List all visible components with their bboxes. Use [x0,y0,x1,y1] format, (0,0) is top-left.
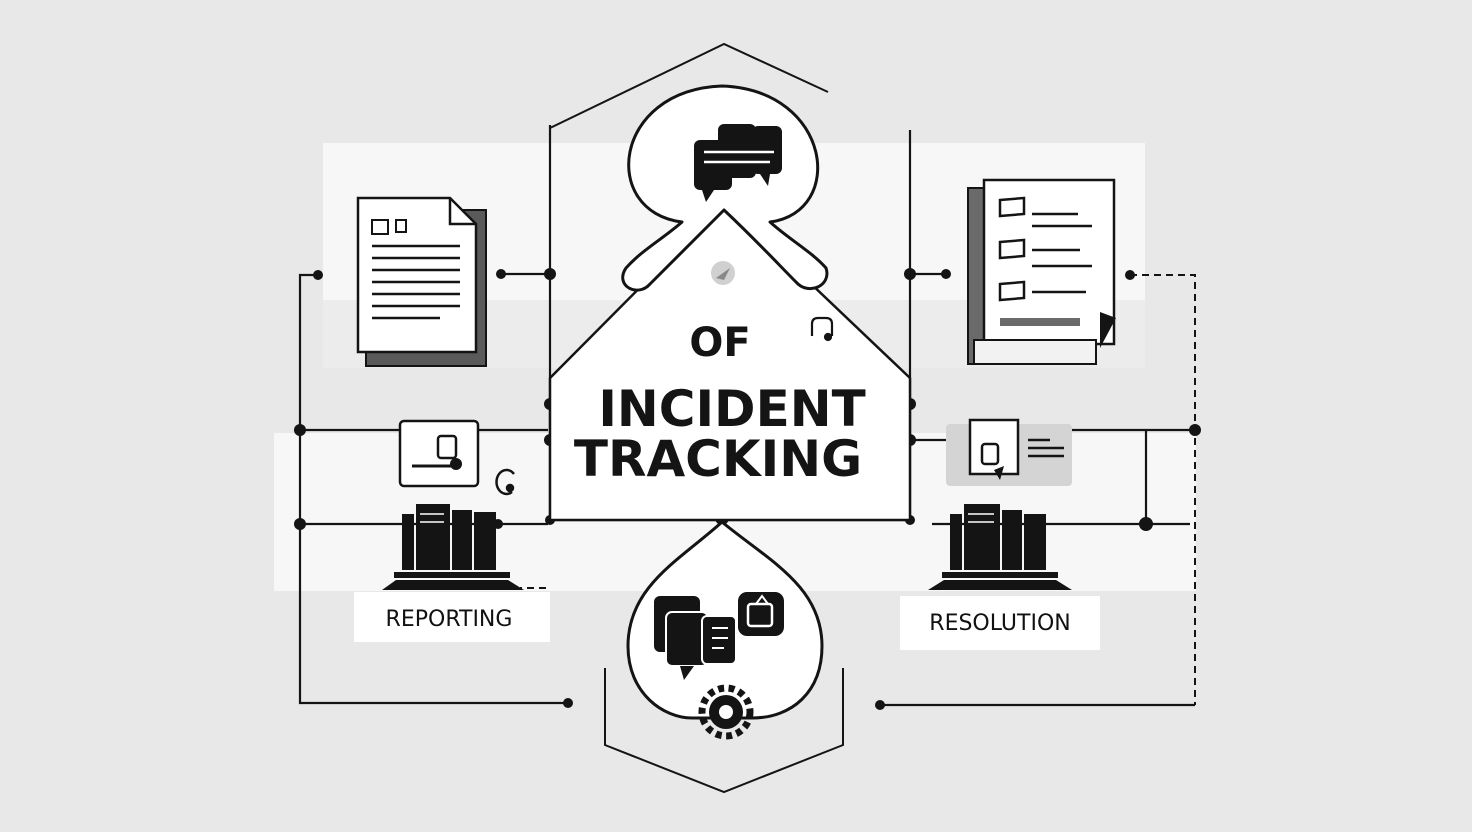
server-icon [382,504,524,590]
pin-icon [711,261,735,285]
dot [294,518,306,530]
chat-bubbles-icon [694,124,782,202]
document-icon [356,196,487,367]
bottom-teardrop [626,520,824,740]
dot [1125,270,1135,280]
checklist-book-icon [967,178,1116,365]
title-line-3: TRACKING [574,430,862,488]
title-line-2: INCIDENT [598,380,865,438]
dot [496,269,506,279]
left-outer-line [298,273,568,705]
title-line-1: OF [689,320,750,366]
dot [941,269,951,279]
center-house: OF INCIDENT TRACKING [548,200,912,522]
dot [875,700,885,710]
refresh-icon [495,468,516,496]
monitor-icon [398,419,480,488]
bottom-hexagon-outline [604,668,844,794]
gear-icon [698,684,754,740]
dot [563,698,573,708]
card-icon [946,418,1072,486]
resolution-label-box: RESOLUTION [900,596,1100,650]
server-icon [928,504,1072,590]
chat-app-icon [654,592,784,680]
top-balloon [621,84,829,292]
dashed-connectors [520,274,1196,705]
headset-icon [810,316,834,342]
dot [294,424,306,436]
resolution-label: RESOLUTION [929,611,1070,636]
right-dashed-frame [1130,274,1196,705]
dot [904,268,916,280]
reporting-label: REPORTING [386,607,513,632]
dot [544,268,556,280]
dot [1189,424,1201,436]
top-hexagon-outline [549,42,829,129]
dot [1139,517,1153,531]
reporting-label-box: REPORTING [354,592,550,642]
dot [313,270,323,280]
